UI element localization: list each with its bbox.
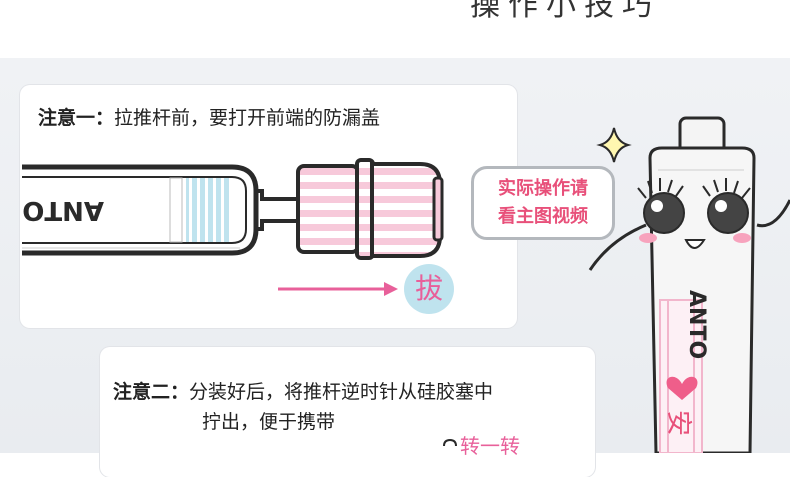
tip-2-text-line2: 拧出，便于携带 [202,411,336,433]
turn-label: 转一转 [460,434,520,458]
illustration-layer: ANTO ANTO 安 [22,116,790,453]
spray-bottle-illustration [22,158,444,260]
tip-1-text: 拉推杆前，要打开前端的防漏盖 [114,107,381,129]
top-band: 操作小技巧 [0,0,790,58]
tip-2: 注意二：分装好后，将推杆逆时针从硅胶塞中 拧出，便于携带 [113,377,588,437]
mascot-brand-cn: 安 [663,410,693,436]
mascot-character [588,116,790,453]
page-title: 操作小技巧 [470,0,660,23]
mascot-brand-text: ANTO [684,290,709,359]
bubble-line-1: 实际操作请 [498,178,588,199]
tip-1: 注意一：拉推杆前，要打开前端的防漏盖 [38,103,508,133]
rotate-indicator [443,438,457,447]
pull-badge: 拔 [404,264,454,314]
tip-1-label: 注意一： [38,107,115,129]
tip-2-label: 注意二： [113,381,190,403]
bubble-line-2: 看主图视频 [498,206,588,227]
sparkle-icon [596,127,632,163]
tip-2-text-line1: 分装好后，将推杆逆时针从硅胶塞中 [189,381,494,403]
bottle-brand-text: ANTO [22,195,104,225]
speech-bubble: 实际操作请 看主图视频 [471,166,615,240]
arrow-right-icon [278,282,398,296]
heart-icon [666,376,698,400]
